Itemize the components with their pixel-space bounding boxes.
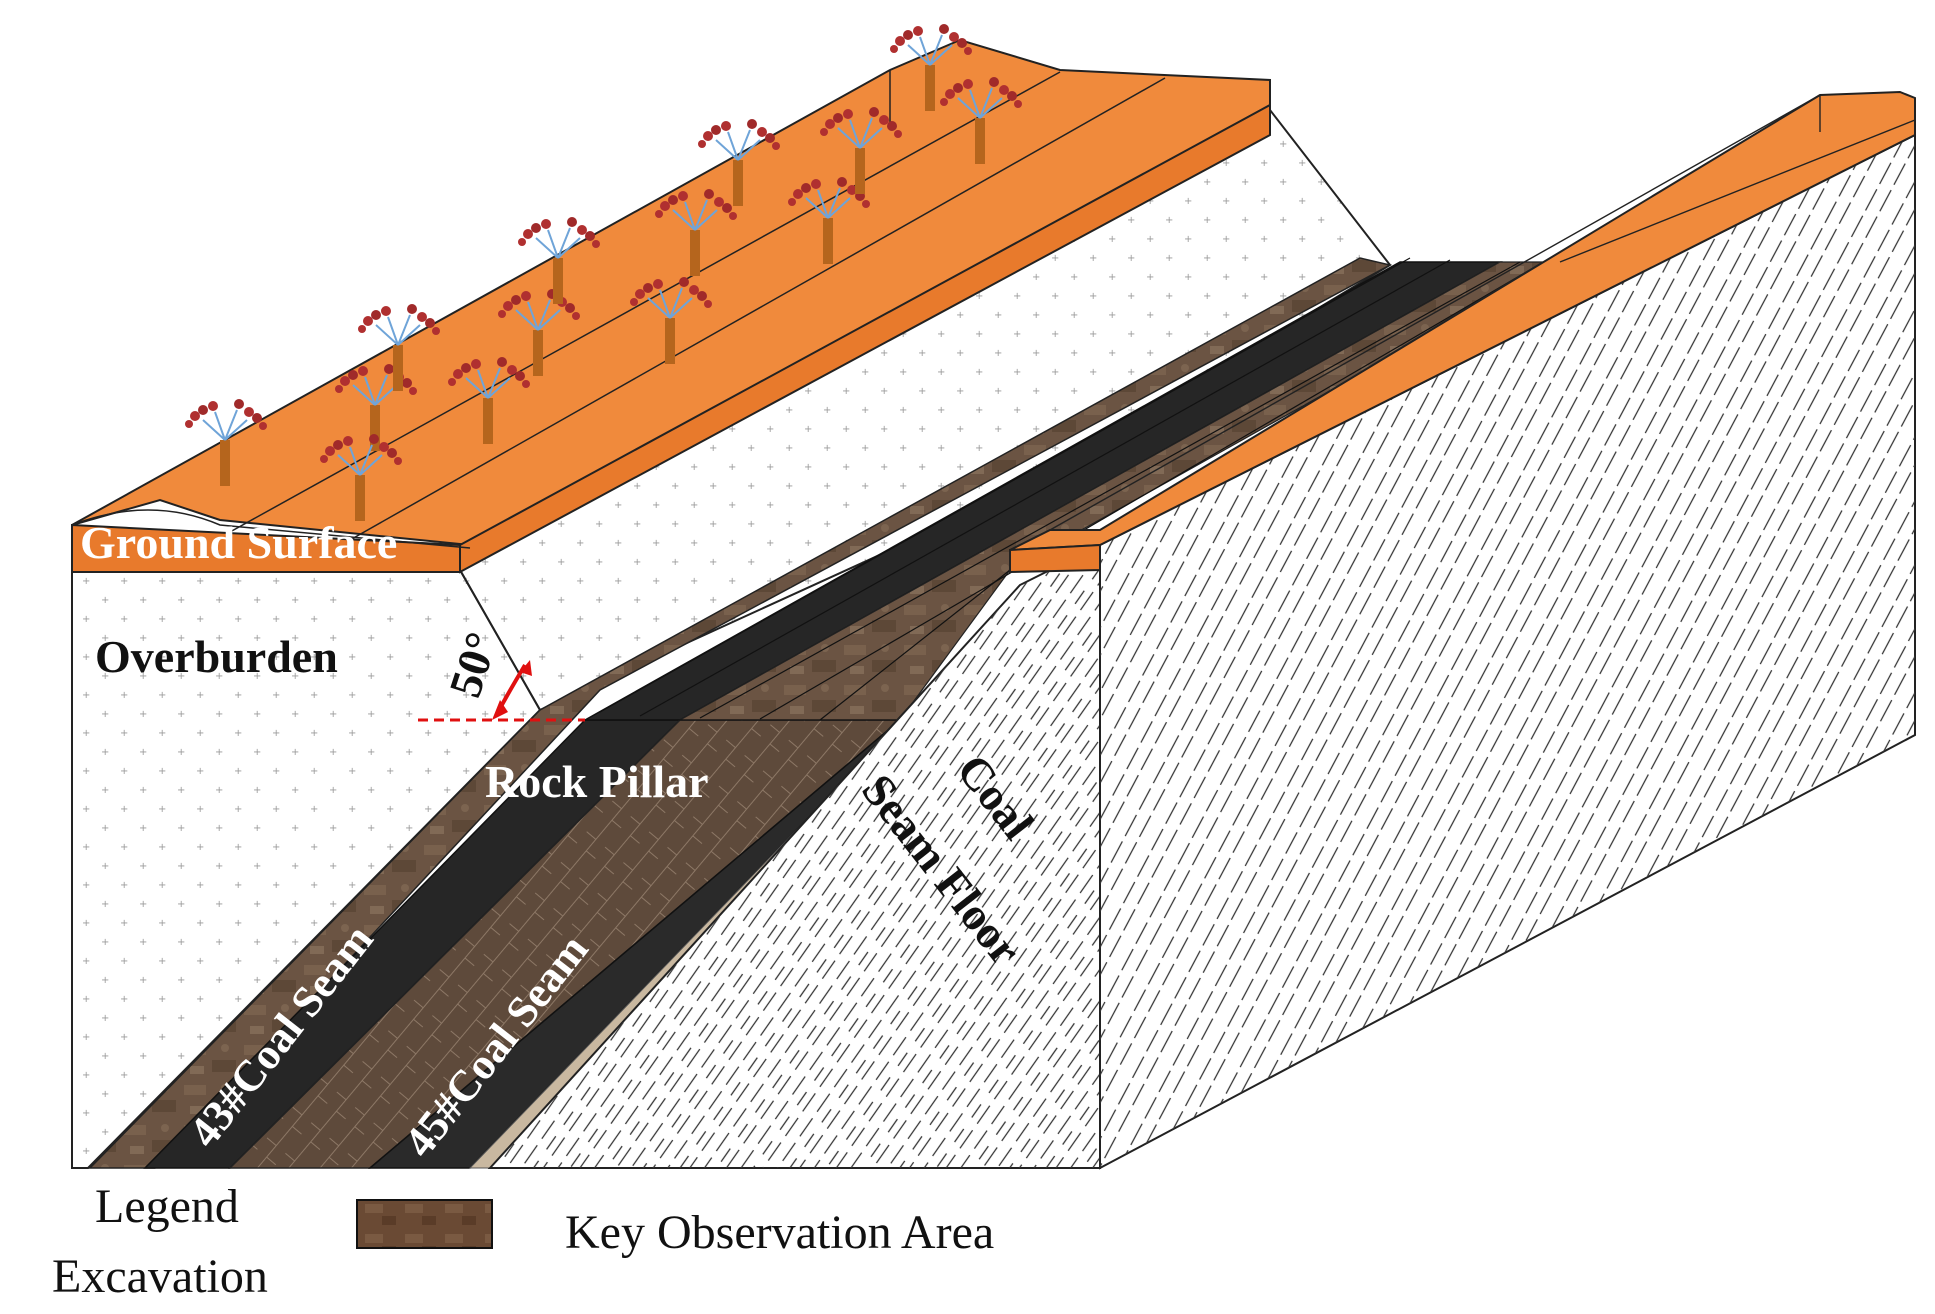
coal-seam-floor-side-hatch — [1100, 135, 1915, 1168]
ground-right-furrows — [1049, 94, 1916, 531]
ground-surface-right-front-edge — [1009, 543, 1101, 574]
overburden-label: Overburden — [95, 631, 338, 682]
ground-surface-side-edge — [459, 103, 1271, 574]
legend-title: Legend — [95, 1180, 239, 1233]
ground-surface-label: Ground Surface — [80, 517, 397, 568]
legend-excavation: Excavation — [52, 1250, 268, 1303]
legend-swatch-key-observation — [356, 1199, 493, 1249]
seam-bedding-lines — [586, 257, 1541, 721]
rock-pillar-label: Rock Pillar — [485, 756, 709, 807]
ground-surface-top-right — [1009, 90, 1916, 551]
coal-seam-floor-front-hatch — [490, 545, 1100, 1168]
legend: Legend Excavation Key Observation Area — [52, 1180, 994, 1303]
legend-key-observation-area: Key Observation Area — [565, 1206, 994, 1259]
dip-angle-marker — [418, 660, 585, 722]
